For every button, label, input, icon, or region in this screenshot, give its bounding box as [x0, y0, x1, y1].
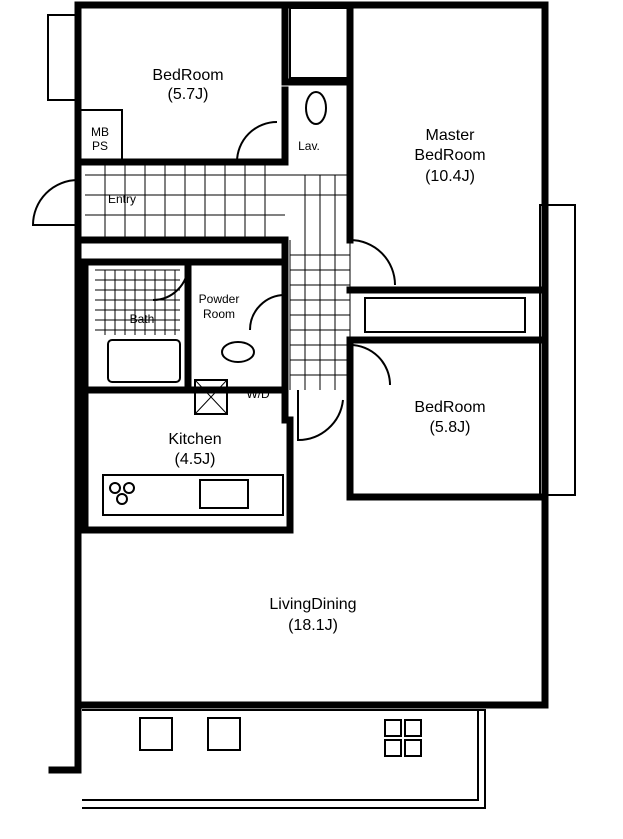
window-right: [539, 204, 576, 496]
ac-unit: [207, 717, 241, 751]
lav-name: Lav.: [298, 139, 320, 153]
wd-name: W/D: [246, 387, 270, 401]
living-size: (18.1J): [288, 617, 338, 634]
mbps-line2: PS: [92, 139, 108, 153]
master-line1: Master: [426, 127, 476, 144]
living-name: LivingDining: [269, 596, 356, 613]
bedroom2-size: (5.8J): [430, 419, 471, 436]
kitchen-name: Kitchen: [168, 431, 221, 448]
master-line2: BedRoom: [414, 147, 485, 164]
entry-name: Entry: [108, 192, 136, 206]
bath-name: Bath: [130, 312, 155, 326]
kitchen-size: (4.5J): [175, 451, 216, 468]
bathtub: [107, 339, 181, 383]
toilet: [305, 91, 327, 125]
mbps-line1: MB: [91, 125, 109, 139]
sink: [221, 341, 255, 363]
window-left: [47, 14, 79, 101]
thin-details: [31, 7, 576, 809]
stove-icon: [109, 482, 135, 505]
powder-line2: Room: [203, 307, 235, 321]
doors: [31, 121, 396, 442]
kitchen-sink: [199, 479, 249, 509]
bedroom1-size: (5.7J): [168, 86, 209, 103]
bedroom2-name: BedRoom: [414, 399, 485, 416]
bedroom1-name: BedRoom: [152, 67, 223, 84]
master-size: (10.4J): [425, 168, 475, 185]
ac-unit: [139, 717, 173, 751]
powder-line1: Powder: [199, 292, 240, 306]
drain-icon: [384, 719, 422, 757]
walls: [48, 1, 549, 774]
room-labels: BedRoom (5.7J) MB PS Lav. Master BedRoom…: [91, 67, 486, 634]
